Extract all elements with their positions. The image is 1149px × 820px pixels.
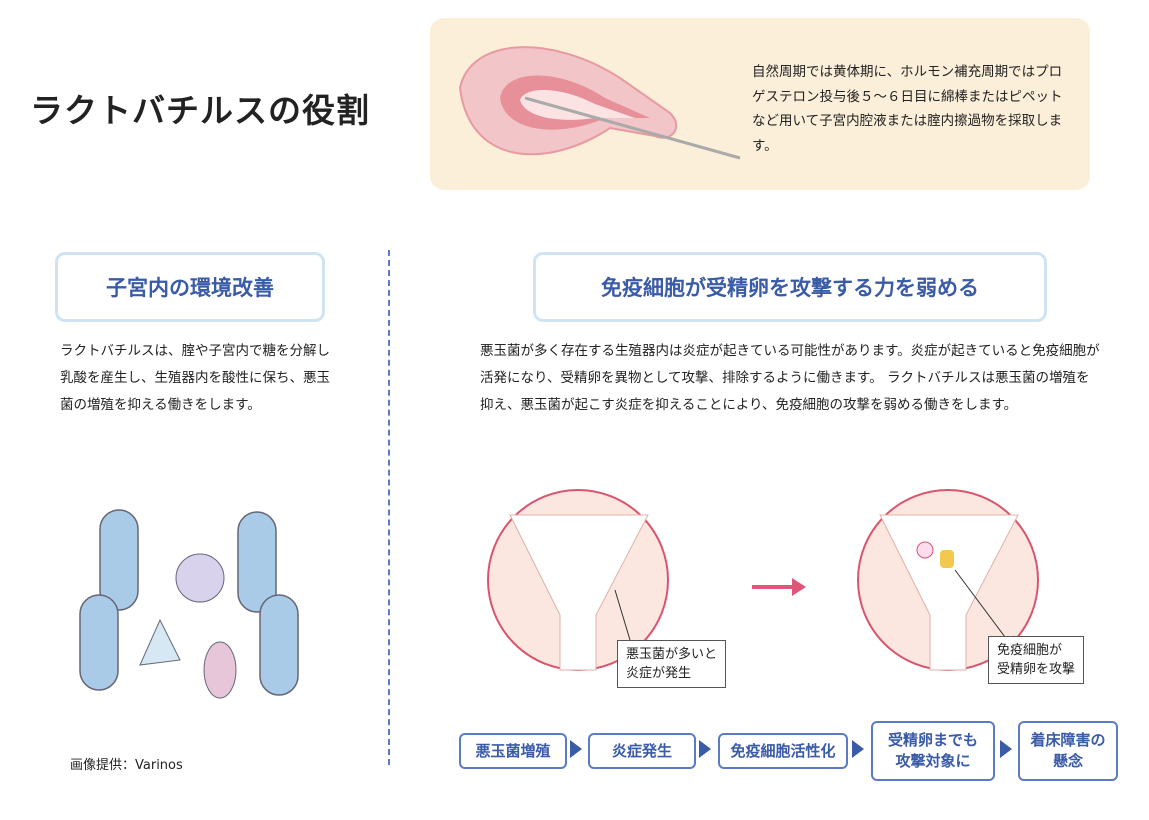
callout-immune-attack: 免疫細胞が受精卵を攻撃 <box>988 636 1085 684</box>
flow-step-5: 着床障害の懸念 <box>1018 721 1118 781</box>
flow-line: 攻撃対象に <box>895 752 971 770</box>
callout-line: 炎症が発生 <box>626 666 692 681</box>
flow-arrow-icon <box>570 740 582 758</box>
flow-arrow-icon <box>852 740 864 758</box>
lactobacillus-illustration <box>79 509 299 699</box>
flow-arrow-icon <box>699 740 711 758</box>
flow-arrow-icon <box>1000 740 1012 758</box>
flow-line: 着床障害の <box>1030 731 1106 749</box>
flow-step-1: 悪玉菌増殖 <box>459 733 567 769</box>
uterus-comparison-illustration <box>487 489 1039 671</box>
callout-line: 悪玉菌が多いと <box>626 647 718 662</box>
callout-line: 受精卵を攻撃 <box>997 662 1076 677</box>
callout-bad-bacteria: 悪玉菌が多いと炎症が発生 <box>617 640 727 688</box>
arrow-right-icon <box>752 578 806 596</box>
page-title: ラクトバチルスの役割 <box>30 91 370 130</box>
sampling-note-text: 自然周期では黄体期に、ホルモン補充周期ではプロゲステロン投与後５～６日目に綿棒ま… <box>752 64 1063 154</box>
flow-line: 受精卵までも <box>887 731 978 749</box>
section-divider <box>388 250 390 765</box>
flow-step-4: 受精卵までも攻撃対象に <box>871 721 995 781</box>
section-heading-immune: 免疫細胞が受精卵を攻撃する力を弱める <box>533 252 1047 322</box>
flow-step-3: 免疫細胞活性化 <box>718 733 848 769</box>
uterus-swab-illustration <box>458 46 741 160</box>
section-heading-environment: 子宮内の環境改善 <box>55 252 325 322</box>
flow-step-2: 炎症発生 <box>588 733 696 769</box>
sampling-note-panel <box>430 18 1090 190</box>
environment-description: ラクトバチルスは、腟や子宮内で糖を分解し乳酸を産生し、生殖器内を酸性に保ち、悪玉… <box>60 343 330 413</box>
callout-line: 免疫細胞が <box>997 643 1063 658</box>
image-credit: 画像提供：Varinos <box>70 758 183 773</box>
immune-description: 悪玉菌が多く存在する生殖器内は炎症が起きている可能性があります。炎症が起きている… <box>480 343 1100 413</box>
flow-line: 懸念 <box>1052 752 1083 770</box>
